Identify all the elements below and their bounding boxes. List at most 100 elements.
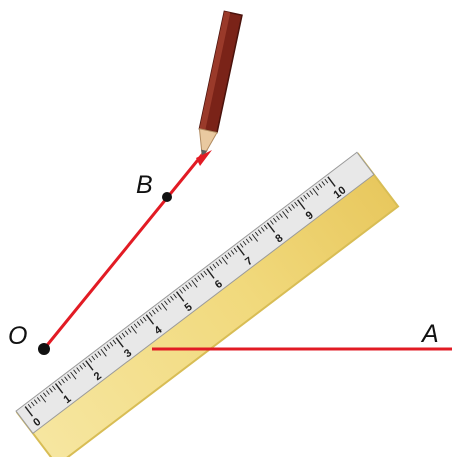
ruler-tick	[230, 250, 235, 255]
ruler-tick	[291, 204, 295, 209]
ruler-tick	[124, 330, 129, 336]
point-B	[162, 192, 172, 202]
ruler-tick	[303, 194, 308, 200]
ruler-tick	[242, 240, 247, 246]
ruler-tick	[312, 188, 319, 196]
ruler-tick	[127, 328, 132, 333]
ruler-tick	[200, 273, 205, 278]
ray-OB	[42, 148, 208, 351]
ruler-tick	[324, 178, 329, 184]
ruler-tick	[24, 406, 33, 417]
ruler-tick	[288, 206, 292, 211]
ruler-number: 10	[331, 184, 348, 201]
ruler-tick	[118, 335, 123, 340]
ruler-tick	[91, 355, 96, 361]
ruler-tick	[294, 201, 298, 207]
ruler-tick	[315, 185, 320, 191]
pencil-line-tip	[196, 150, 212, 166]
ruler-tick	[251, 233, 258, 242]
ruler-tick	[42, 392, 47, 398]
ruler-tick	[154, 307, 159, 313]
ruler-tick	[212, 263, 217, 269]
ruler-tick	[185, 284, 189, 290]
ruler-tick	[276, 215, 280, 221]
ruler-tick	[64, 376, 68, 381]
label-B: B	[136, 171, 153, 199]
ruler-tick	[327, 176, 336, 187]
ruler-tick	[297, 199, 306, 210]
ruler-tick	[130, 325, 137, 334]
ruler-tick	[224, 254, 229, 260]
ruler-scale-strip	[15, 151, 375, 435]
ruler-tick	[203, 270, 208, 276]
ruler-tick	[136, 321, 141, 326]
ruler-tick	[133, 323, 138, 329]
ruler-tick	[173, 293, 177, 299]
ruler-tick	[188, 282, 193, 287]
ruler-tick	[197, 275, 202, 280]
ruler-tick	[121, 332, 126, 338]
ruler-tick	[109, 341, 114, 347]
ruler-tick	[321, 181, 326, 186]
ruler-tick	[279, 213, 283, 218]
ruler-tick	[191, 279, 198, 288]
ruler-tick	[218, 259, 223, 264]
ruler-tick	[175, 291, 185, 302]
ruler-tick	[54, 383, 64, 394]
ruler-tick	[49, 387, 53, 393]
ruler-tick	[52, 385, 56, 391]
ruler-tick	[94, 353, 99, 358]
ruler-tick	[254, 231, 259, 237]
ruler-tick	[30, 401, 35, 407]
ruler-tick	[179, 289, 183, 294]
ruler-tick	[233, 247, 238, 253]
ruler-tick	[85, 360, 94, 371]
ruler-tick	[36, 397, 41, 402]
ruler-tick	[282, 211, 289, 219]
ruler-tick	[309, 190, 314, 195]
ruler-tick	[215, 261, 220, 267]
point-O	[38, 343, 50, 355]
ruler-tick	[306, 192, 311, 198]
ruler-tick	[273, 217, 277, 223]
ruler-tick	[263, 224, 268, 230]
ruler-tick	[300, 197, 305, 202]
ruler-tick	[206, 268, 215, 279]
label-A: A	[420, 320, 439, 348]
ruler-tick	[239, 243, 244, 248]
ruler-tick	[245, 238, 250, 244]
ruler-tick	[285, 208, 289, 214]
ruler-tick	[167, 298, 171, 303]
ruler-tick	[260, 227, 265, 232]
label-O: O	[8, 322, 27, 350]
ruler-tick	[182, 286, 186, 292]
ruler-tick	[221, 256, 228, 265]
ruler-tick	[158, 305, 162, 310]
ruler-tick	[70, 371, 77, 380]
ruler-tick	[76, 367, 81, 372]
ruler-tick	[269, 220, 274, 225]
ruler-tick	[266, 222, 276, 233]
ruler-tick	[161, 302, 168, 311]
ruler-tick	[79, 364, 84, 370]
ruler-tick	[318, 183, 323, 188]
ruler-tick	[209, 266, 214, 271]
ruler-tick	[103, 346, 108, 352]
ruler-tick	[88, 358, 93, 363]
ruler-tick	[236, 245, 245, 256]
ruler-tick	[112, 339, 117, 345]
ruler-tick	[46, 390, 50, 395]
ruler-tick	[27, 404, 32, 409]
ruler-tick	[257, 229, 262, 234]
ruler-tick	[82, 362, 87, 368]
ruler-tick	[170, 296, 174, 301]
ruler-tick	[67, 374, 71, 379]
ruler-tick	[61, 378, 65, 384]
ruler-ticks	[24, 176, 336, 417]
ruler-tick	[145, 314, 155, 325]
ruler-tick	[97, 351, 102, 356]
ruler-tick	[248, 236, 253, 241]
ruler-tick	[142, 316, 147, 322]
